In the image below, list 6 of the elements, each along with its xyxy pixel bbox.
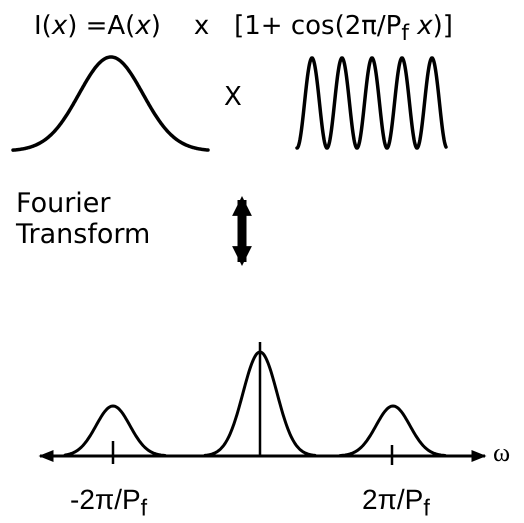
- multiply-sign: X: [224, 83, 242, 113]
- axis-tick-label: -2π/P$_{f}$: [70, 484, 148, 522]
- fourier-transform-text: Fourier Transform: [16, 188, 152, 250]
- axis-label: ω: [493, 438, 510, 468]
- axis-tick-label: 2π/P$_{f}$: [362, 484, 430, 522]
- equation-text: I(x) =A(x) x [1+ cos(2π/P$_{f}$ x)]: [34, 12, 453, 48]
